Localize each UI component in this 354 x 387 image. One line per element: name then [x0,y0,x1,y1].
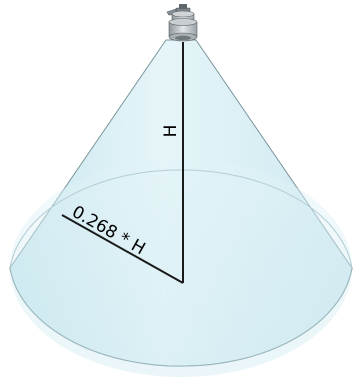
radius-line [61,214,184,284]
ultrasonic-sensor-icon [166,4,198,42]
height-label: H [161,125,181,138]
cone-base [10,159,352,377]
